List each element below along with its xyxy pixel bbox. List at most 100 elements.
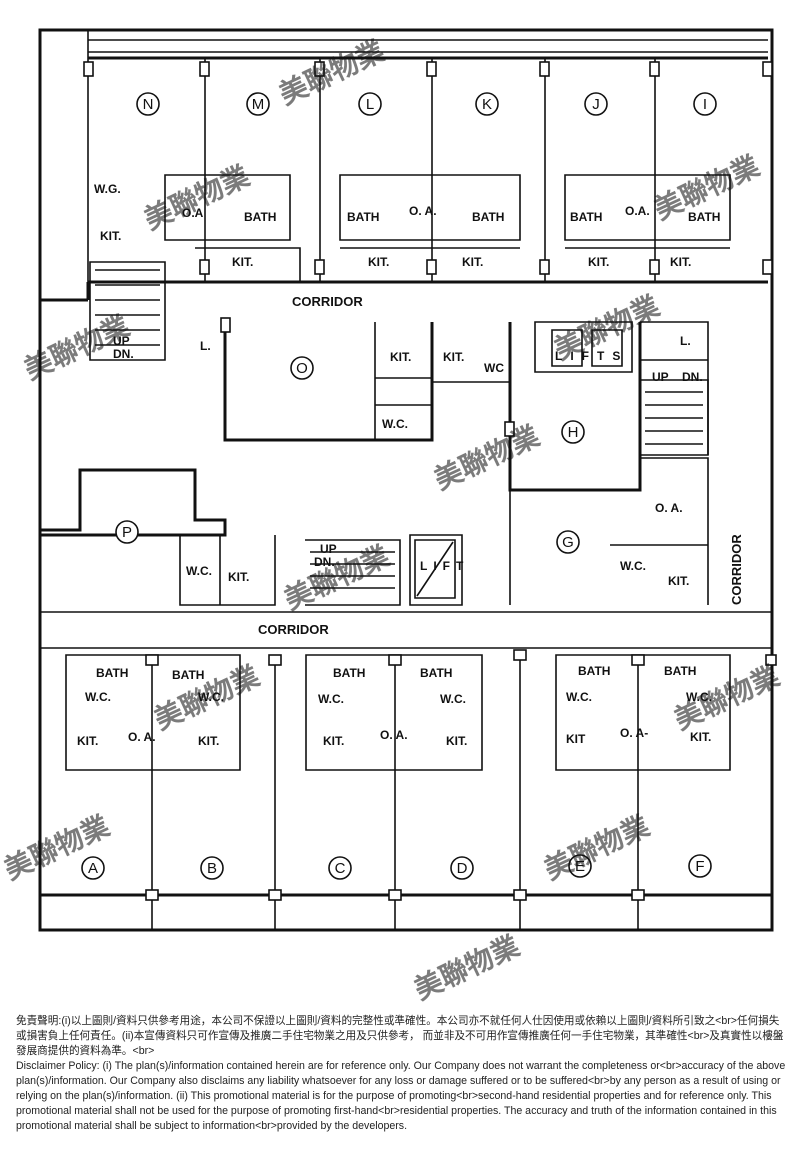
disclaimer-english: Disclaimer Policy: (i) The plan(s)/infor… (16, 1060, 789, 1132)
label-bath: BATH (172, 668, 204, 682)
unit-marker-n: N (136, 92, 160, 116)
label-kit: KIT. (100, 229, 121, 243)
label-oa: O.A (182, 206, 204, 220)
unit-marker-c: C (328, 856, 352, 880)
label-wc: W.C. (318, 692, 344, 706)
watermark-logo: 美聯物業 (539, 810, 654, 885)
label-kit: KIT. (390, 350, 411, 364)
label-dn: DN. (113, 347, 134, 361)
label-kit: KIT. (232, 255, 253, 269)
label-kit: KIT (566, 732, 586, 746)
label-lift-lobby: L. (200, 339, 211, 353)
label-wc: W.C. (566, 690, 592, 704)
label-oa: O. A. (409, 204, 437, 218)
structural-columns (83, 61, 777, 901)
label-wc: W.C. (198, 690, 224, 704)
unit-letter: O (296, 360, 308, 377)
label-kit: KIT. (462, 255, 483, 269)
label-kit: KIT. (446, 734, 467, 748)
unit-letter: D (457, 860, 468, 877)
label-bath: BATH (570, 210, 602, 224)
unit-letter: M (252, 96, 265, 113)
label-kit: KIT. (323, 734, 344, 748)
label-dn: DN. (682, 370, 703, 384)
label-kit: KIT. (668, 574, 689, 588)
floor-plan: W.G. KIT. O.A BATH KIT. BATH O. A. BATH … (0, 28, 784, 1005)
unit-marker-o: O (290, 356, 314, 380)
label-oa: O.A. (625, 204, 650, 218)
label-wc: W.C. (686, 690, 712, 704)
unit-marker-j: J (584, 92, 608, 116)
unit-marker-l: L (358, 92, 382, 116)
watermark-logo: 美聯物業 (429, 420, 544, 495)
label-oa: O. A- (620, 726, 648, 740)
label-kit: KIT. (228, 570, 249, 584)
unit-marker-h: H (561, 420, 585, 444)
label-wc: WC (484, 361, 504, 375)
label-oa: O. A. (655, 501, 683, 515)
label-oa: O. A. (380, 728, 408, 742)
corridor-label-upper: CORRIDOR (292, 294, 363, 309)
unit-marker-f: F (688, 854, 712, 878)
unit-letter: G (562, 534, 574, 551)
label-bath: BATH (244, 210, 276, 224)
unit-letter: F (695, 858, 704, 875)
disclaimer: 免責聲明:(i)以上圖則/資料只供參考用途，本公司不保證以上圖則/資料的完整性或… (16, 1014, 788, 1134)
label-bath: BATH (347, 210, 379, 224)
unit-marker-a: A (81, 856, 105, 880)
label-lift: LIFT (420, 559, 469, 573)
label-bath: BATH (420, 666, 452, 680)
unit-letter: I (703, 96, 707, 113)
unit-letter: K (482, 96, 492, 113)
unit-marker-g: G (556, 530, 580, 554)
label-oa: O. A. (128, 730, 156, 744)
unit-marker-d: D (450, 856, 474, 880)
corridor-labels: CORRIDOR CORRIDOR CORRIDOR (258, 294, 744, 637)
label-kit: KIT. (670, 255, 691, 269)
label-wc: W.C. (186, 564, 212, 578)
label-kit: KIT. (77, 734, 98, 748)
label-dn: DN. (314, 555, 335, 569)
label-bath: BATH (333, 666, 365, 680)
label-kit: KIT. (443, 350, 464, 364)
outer-walls (38, 28, 774, 932)
unit-marker-e: E (568, 854, 592, 878)
label-wg: W.G. (94, 182, 121, 196)
unit-letter: C (335, 860, 346, 877)
unit-marker-p: P (115, 520, 139, 544)
room-labels: W.G. KIT. O.A BATH KIT. BATH O. A. BATH … (77, 182, 720, 748)
unit-letter: L (366, 96, 374, 113)
disclaimer-chinese: 免責聲明:(i)以上圖則/資料只供參考用途，本公司不保證以上圖則/資料的完整性或… (16, 1015, 784, 1057)
unit-marker-i: I (693, 92, 717, 116)
watermark-logo: 美聯物業 (149, 660, 264, 735)
label-bath: BATH (96, 666, 128, 680)
unit-letter: A (88, 860, 98, 877)
unit-marker-m: M (246, 92, 270, 116)
corridor-label-middle: CORRIDOR (258, 622, 329, 637)
unit-letter: E (575, 858, 585, 875)
watermarks: 美聯物業 美聯物業 美聯物業 美聯物業 美聯物業 美聯物業 美聯物業 美聯物業 … (0, 35, 784, 1005)
label-bath: BATH (664, 664, 696, 678)
unit-markers: N M L K J I O H G P A B C D E F (81, 92, 717, 880)
label-kit: KIT. (690, 730, 711, 744)
label-wc: W.C. (382, 417, 408, 431)
unit-marker-b: B (200, 856, 224, 880)
label-up: UP (320, 542, 337, 556)
unit-letter: B (207, 860, 217, 877)
label-lifts: LIFTS (555, 349, 628, 363)
label-up: UP (652, 370, 669, 384)
label-wc: W.C. (620, 559, 646, 573)
unit-letter: N (143, 96, 154, 113)
corridor-label-side: CORRIDOR (729, 534, 744, 605)
unit-letter: P (122, 524, 132, 541)
label-kit: KIT. (368, 255, 389, 269)
label-kit: KIT. (198, 734, 219, 748)
unit-letter: J (592, 96, 600, 113)
label-wc: W.C. (85, 690, 111, 704)
watermark-logo: 美聯物業 (409, 930, 524, 1005)
unit-marker-k: K (475, 92, 499, 116)
label-up: UP (113, 334, 130, 348)
label-bath: BATH (688, 210, 720, 224)
label-bath: BATH (472, 210, 504, 224)
unit-letter: H (568, 424, 579, 441)
